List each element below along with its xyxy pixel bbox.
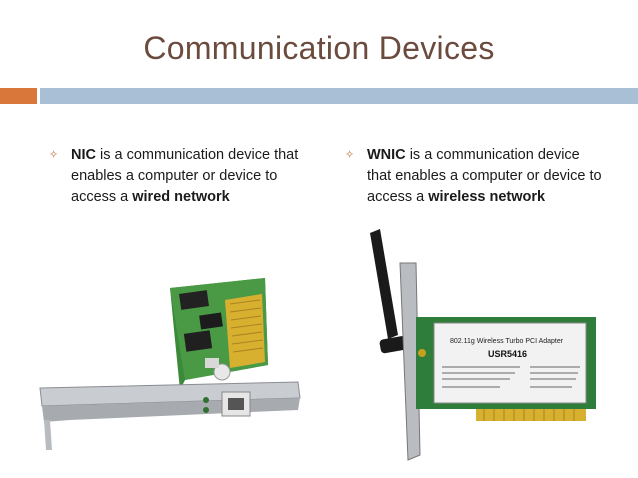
wnic-card-image: 802.11g Wireless Turbo PCI Adapter USR54… xyxy=(370,229,596,461)
nic-term: NIC xyxy=(71,147,96,163)
bullet-icon: ✧ xyxy=(345,149,355,161)
accent-bar-orange xyxy=(0,88,37,104)
accent-bar-blue xyxy=(40,88,638,104)
slide-title: Communication Devices xyxy=(143,30,495,66)
wnic-term: WNIC xyxy=(367,147,406,163)
nic-description: is a communication device that enables a… xyxy=(71,147,299,205)
bullet-icon: ✧ xyxy=(49,149,59,161)
wnic-bullet: ✧ WNIC is a communication device that en… xyxy=(345,145,607,208)
wnic-description: is a communication device that enables a… xyxy=(367,147,602,205)
wnic-emphasis: wireless network xyxy=(428,189,546,205)
nic-card-image xyxy=(39,278,301,450)
nic-bullet: ✧ NIC is a communication device that ena… xyxy=(49,145,311,208)
wnic-label-line1: 802.11g Wireless Turbo PCI Adapter xyxy=(450,338,564,345)
wnic-label-line2: USR5416 xyxy=(488,349,527,359)
nic-emphasis: wired network xyxy=(132,189,230,205)
